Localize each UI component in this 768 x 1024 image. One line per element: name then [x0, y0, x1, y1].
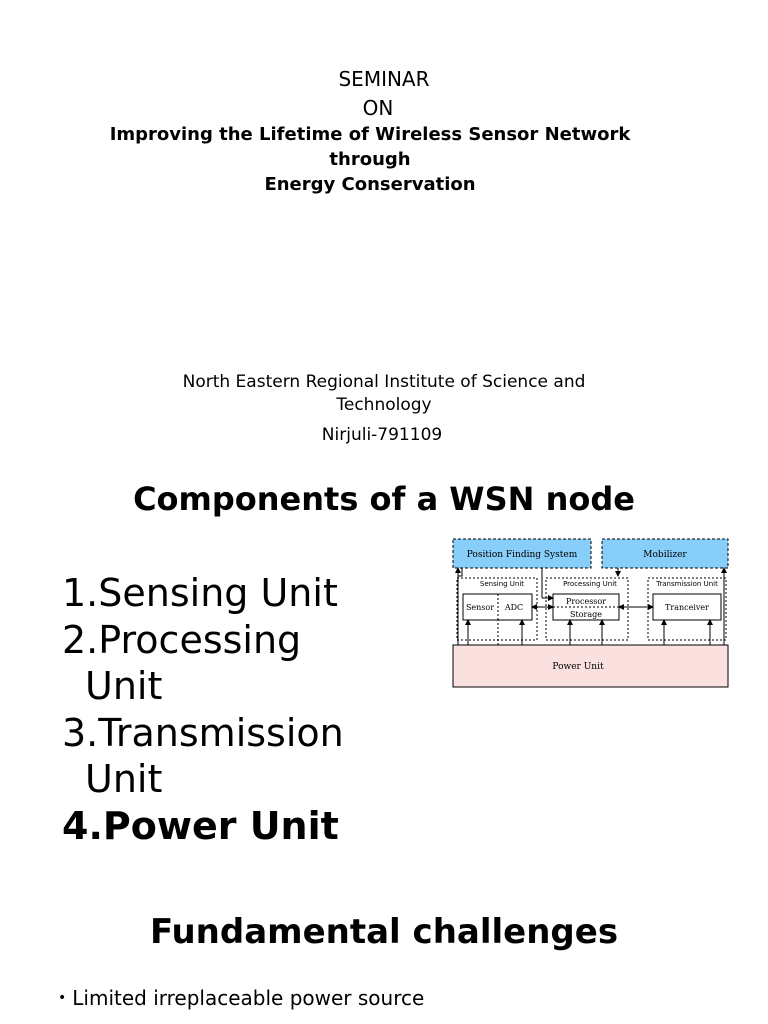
tranceiver-label: Tranceiver: [665, 603, 709, 612]
sensing-unit-label: Sensing Unit: [480, 580, 524, 588]
bullet-icon: •: [58, 990, 67, 1006]
item-number: 4.: [62, 803, 103, 848]
transmission-unit-label: Transmission Unit: [655, 580, 718, 588]
list-item: 4.Power Unit: [62, 803, 362, 850]
item-number: 3.: [62, 710, 99, 755]
list-item: 1.Sensing Unit: [62, 570, 362, 617]
slide-heading: Components of a WSN node: [133, 480, 635, 518]
slide-heading: Fundamental challenges: [149, 912, 619, 952]
position-finding-label: Position Finding System: [467, 550, 578, 560]
item-number: 1.: [62, 571, 99, 615]
storage-label: Storage: [570, 610, 602, 619]
title-line: Energy Conservation: [264, 174, 476, 195]
presentation-title: Improving the Lifetime of Wireless Senso…: [0, 122, 740, 197]
item-text: Processing: [98, 617, 302, 662]
adc-label: ADC: [504, 603, 523, 612]
item-text-cont: Unit: [85, 757, 163, 801]
sensing-unit-outline: [456, 577, 538, 641]
item-text: Transmission: [98, 710, 344, 755]
challenges-slide: Fundamental challenges • Limited irrepla…: [0, 876, 768, 1024]
mobilizer-label: Mobilizer: [643, 550, 687, 560]
title-line: Improving the Lifetime of Wireless Senso…: [109, 124, 631, 145]
institute-name: North Eastern Regional Institute of Scie…: [0, 371, 768, 417]
item-number: 2.: [62, 617, 99, 662]
processing-unit-label: Processing Unit: [563, 580, 617, 588]
wsn-node-diagram: Position Finding System Mobilizer Sensin…: [452, 538, 729, 688]
institute-line: Technology: [336, 395, 432, 415]
tranceiver-box: [652, 593, 722, 621]
item-text-cont: Unit: [85, 664, 163, 708]
sensor-label: Sensor: [466, 603, 494, 612]
institute-address: Nirjuli-791109: [321, 425, 443, 445]
title-line: through: [329, 149, 411, 170]
on-label: ON: [362, 96, 394, 120]
bullet-text: Limited irreplaceable power source: [72, 986, 425, 1010]
mobilizer-box: [601, 538, 729, 569]
institute-line: North Eastern Regional Institute of Scie…: [182, 372, 586, 392]
power-unit-box: [452, 644, 729, 688]
item-text: Power Unit: [102, 803, 339, 848]
seminar-label: SEMINAR: [338, 67, 430, 91]
list-item: • Limited irreplaceable power source: [58, 986, 424, 1010]
position-finding-box: [452, 538, 592, 569]
item-text: Sensing Unit: [98, 571, 338, 615]
title-slide: SEMINAR ON Improving the Lifetime of Wir…: [0, 0, 768, 445]
processor-label: Processor: [566, 597, 606, 606]
components-slide: Components of a WSN node 1.Sensing Unit …: [0, 444, 768, 864]
power-unit-label: Power Unit: [552, 662, 604, 672]
